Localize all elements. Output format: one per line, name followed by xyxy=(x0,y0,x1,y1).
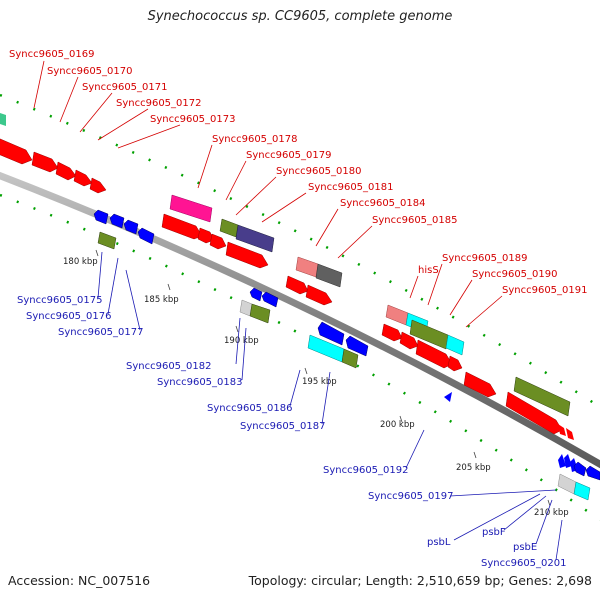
label-syncc9605-0186: Syncc9605_0186 xyxy=(207,403,293,414)
cds-syncc9605-0172 xyxy=(73,169,93,187)
cds-forward-c xyxy=(558,424,566,436)
cds-syncc9605-0180 xyxy=(209,233,227,250)
block-olive-189 xyxy=(409,319,449,350)
label-syncc9605-0178: Syncc9605_0178 xyxy=(212,134,298,145)
label-syncc9605-0182: Syncc9605_0182 xyxy=(126,361,212,372)
cds-syncc9605-0177b xyxy=(137,227,155,245)
block-olive-191 xyxy=(513,376,571,417)
label-syncc9605-0192: Syncc9605_0192 xyxy=(323,465,409,476)
block-gray-197 xyxy=(557,473,577,495)
reverse-leader-lines xyxy=(97,251,563,561)
label-psbL: psbL xyxy=(427,537,451,548)
block-olive-179 xyxy=(219,218,239,238)
scale-label-180: 180 kbp xyxy=(63,257,98,267)
cds-forward-b xyxy=(505,391,563,435)
label-syncc9605-0179: Syncc9605_0179 xyxy=(246,150,332,161)
block-pink-hisS xyxy=(385,304,409,326)
cds-syncc9605-0184 xyxy=(285,275,309,295)
label-syncc9605-0183: Syncc9605_0183 xyxy=(157,377,243,388)
cds-syncc9605-0201 xyxy=(585,465,600,481)
label-syncc9605-0184: Syncc9605_0184 xyxy=(340,198,426,209)
gene-class-blocks xyxy=(0,113,591,501)
label-psbF: psbF xyxy=(482,527,506,538)
cds-syncc9605-0171 xyxy=(55,161,77,181)
cds-syncc9605-0179 xyxy=(197,227,215,244)
cds-psbL xyxy=(564,454,572,468)
cds-syncc9605-0189 xyxy=(399,331,419,350)
label-syncc9605-0172: Syncc9605_0172 xyxy=(116,98,202,109)
label-syncc9605-0201: Syncc9605_0201 xyxy=(481,558,567,569)
label-syncc9605-0171: Syncc9605_0171 xyxy=(82,82,168,93)
scale-labels: 180 kbp 185 kbp 190 kbp 195 kbp 200 kbp … xyxy=(63,257,569,518)
scale-ticks xyxy=(95,249,551,507)
label-syncc9605-0177: Syncc9605_0177 xyxy=(58,327,144,338)
cds-psbE xyxy=(573,461,587,477)
block-navy-180 xyxy=(235,224,275,253)
reverse-labels: Syncc9605_0175 Syncc9605_0176 Syncc9605_… xyxy=(17,295,567,569)
label-syncc9605-0187: Syncc9605_0187 xyxy=(240,421,326,432)
cds-syncc9605-0177 xyxy=(123,219,139,235)
scale-label-205: 205 kbp xyxy=(456,463,491,473)
cds-syncc9605-0187 xyxy=(345,335,369,357)
cds-syncc9605-0175 xyxy=(93,209,109,225)
cds-syncc9605-0173 xyxy=(89,177,107,194)
label-syncc9605-0189: Syncc9605_0189 xyxy=(442,253,528,264)
cds-syncc9605-0192 xyxy=(444,392,452,402)
cds-syncc9605-0182 xyxy=(249,287,263,302)
cds-syncc9605-0178 xyxy=(161,213,203,240)
genome-stats-text: Topology: circular; Length: 2,510,659 bp… xyxy=(248,573,592,588)
cds-syncc9605-0185 xyxy=(305,284,333,306)
scale-label-210: 210 kbp xyxy=(534,508,569,518)
block-olive-175 xyxy=(97,231,117,250)
block-green-start xyxy=(0,113,6,126)
label-syncc9605-0180: Syncc9605_0180 xyxy=(276,166,362,177)
cds-syncc9605-0197 xyxy=(558,454,566,468)
forward-labels: Syncc9605_0169 Syncc9605_0170 Syncc9605_… xyxy=(9,49,588,296)
label-syncc9605-0176: Syncc9605_0176 xyxy=(26,311,112,322)
label-hisS: hisS xyxy=(418,265,439,276)
label-syncc9605-0175: Syncc9605_0175 xyxy=(17,295,103,306)
label-syncc9605-0169: Syncc9605_0169 xyxy=(9,49,95,60)
orf-track-inner xyxy=(0,193,600,522)
label-syncc9605-0170: Syncc9605_0170 xyxy=(47,66,133,77)
block-magenta xyxy=(169,194,213,223)
cds-forward-d xyxy=(566,428,574,440)
forward-leader-lines xyxy=(33,60,503,328)
block-cyan-197 xyxy=(573,481,591,501)
label-syncc9605-0190: Syncc9605_0190 xyxy=(472,269,558,280)
block-cyan-190 xyxy=(445,334,465,356)
block-olive-187 xyxy=(341,348,359,369)
block-pink-184 xyxy=(295,256,319,278)
cds-forward-a xyxy=(463,371,497,398)
cds-syncc9605-0176 xyxy=(109,213,125,229)
reverse-cds-features xyxy=(93,209,600,481)
cds-syncc9605-0169 xyxy=(0,138,33,165)
label-syncc9605-0185: Syncc9605_0185 xyxy=(372,215,458,226)
cds-syncc9605-0183 xyxy=(261,291,279,308)
cds-syncc9605-0170 xyxy=(31,151,59,173)
label-syncc9605-0173: Syncc9605_0173 xyxy=(150,114,236,125)
label-syncc9605-0191: Syncc9605_0191 xyxy=(502,285,588,296)
cds-syncc9605-0191 xyxy=(447,355,463,372)
label-syncc9605-0181: Syncc9605_0181 xyxy=(308,182,394,193)
scale-label-190: 190 kbp xyxy=(224,336,259,346)
genome-backbone xyxy=(0,171,600,469)
block-gray-185 xyxy=(315,263,343,288)
label-psbE: psbE xyxy=(513,542,537,553)
scale-label-200: 200 kbp xyxy=(380,420,415,430)
scale-label-185: 185 kbp xyxy=(144,295,179,305)
cds-syncc9605-0186 xyxy=(317,321,345,346)
forward-cds-features xyxy=(0,138,574,440)
scale-label-195: 195 kbp xyxy=(302,377,337,387)
label-syncc9605-0197: Syncc9605_0197 xyxy=(368,491,454,502)
map-title: Synechococcus sp. CC9605, complete genom… xyxy=(147,9,453,24)
cds-hisS xyxy=(381,323,403,342)
cds-syncc9605-0181 xyxy=(225,241,269,269)
block-olive-183 xyxy=(249,303,271,324)
accession-text: Accession: NC_007516 xyxy=(8,573,151,588)
